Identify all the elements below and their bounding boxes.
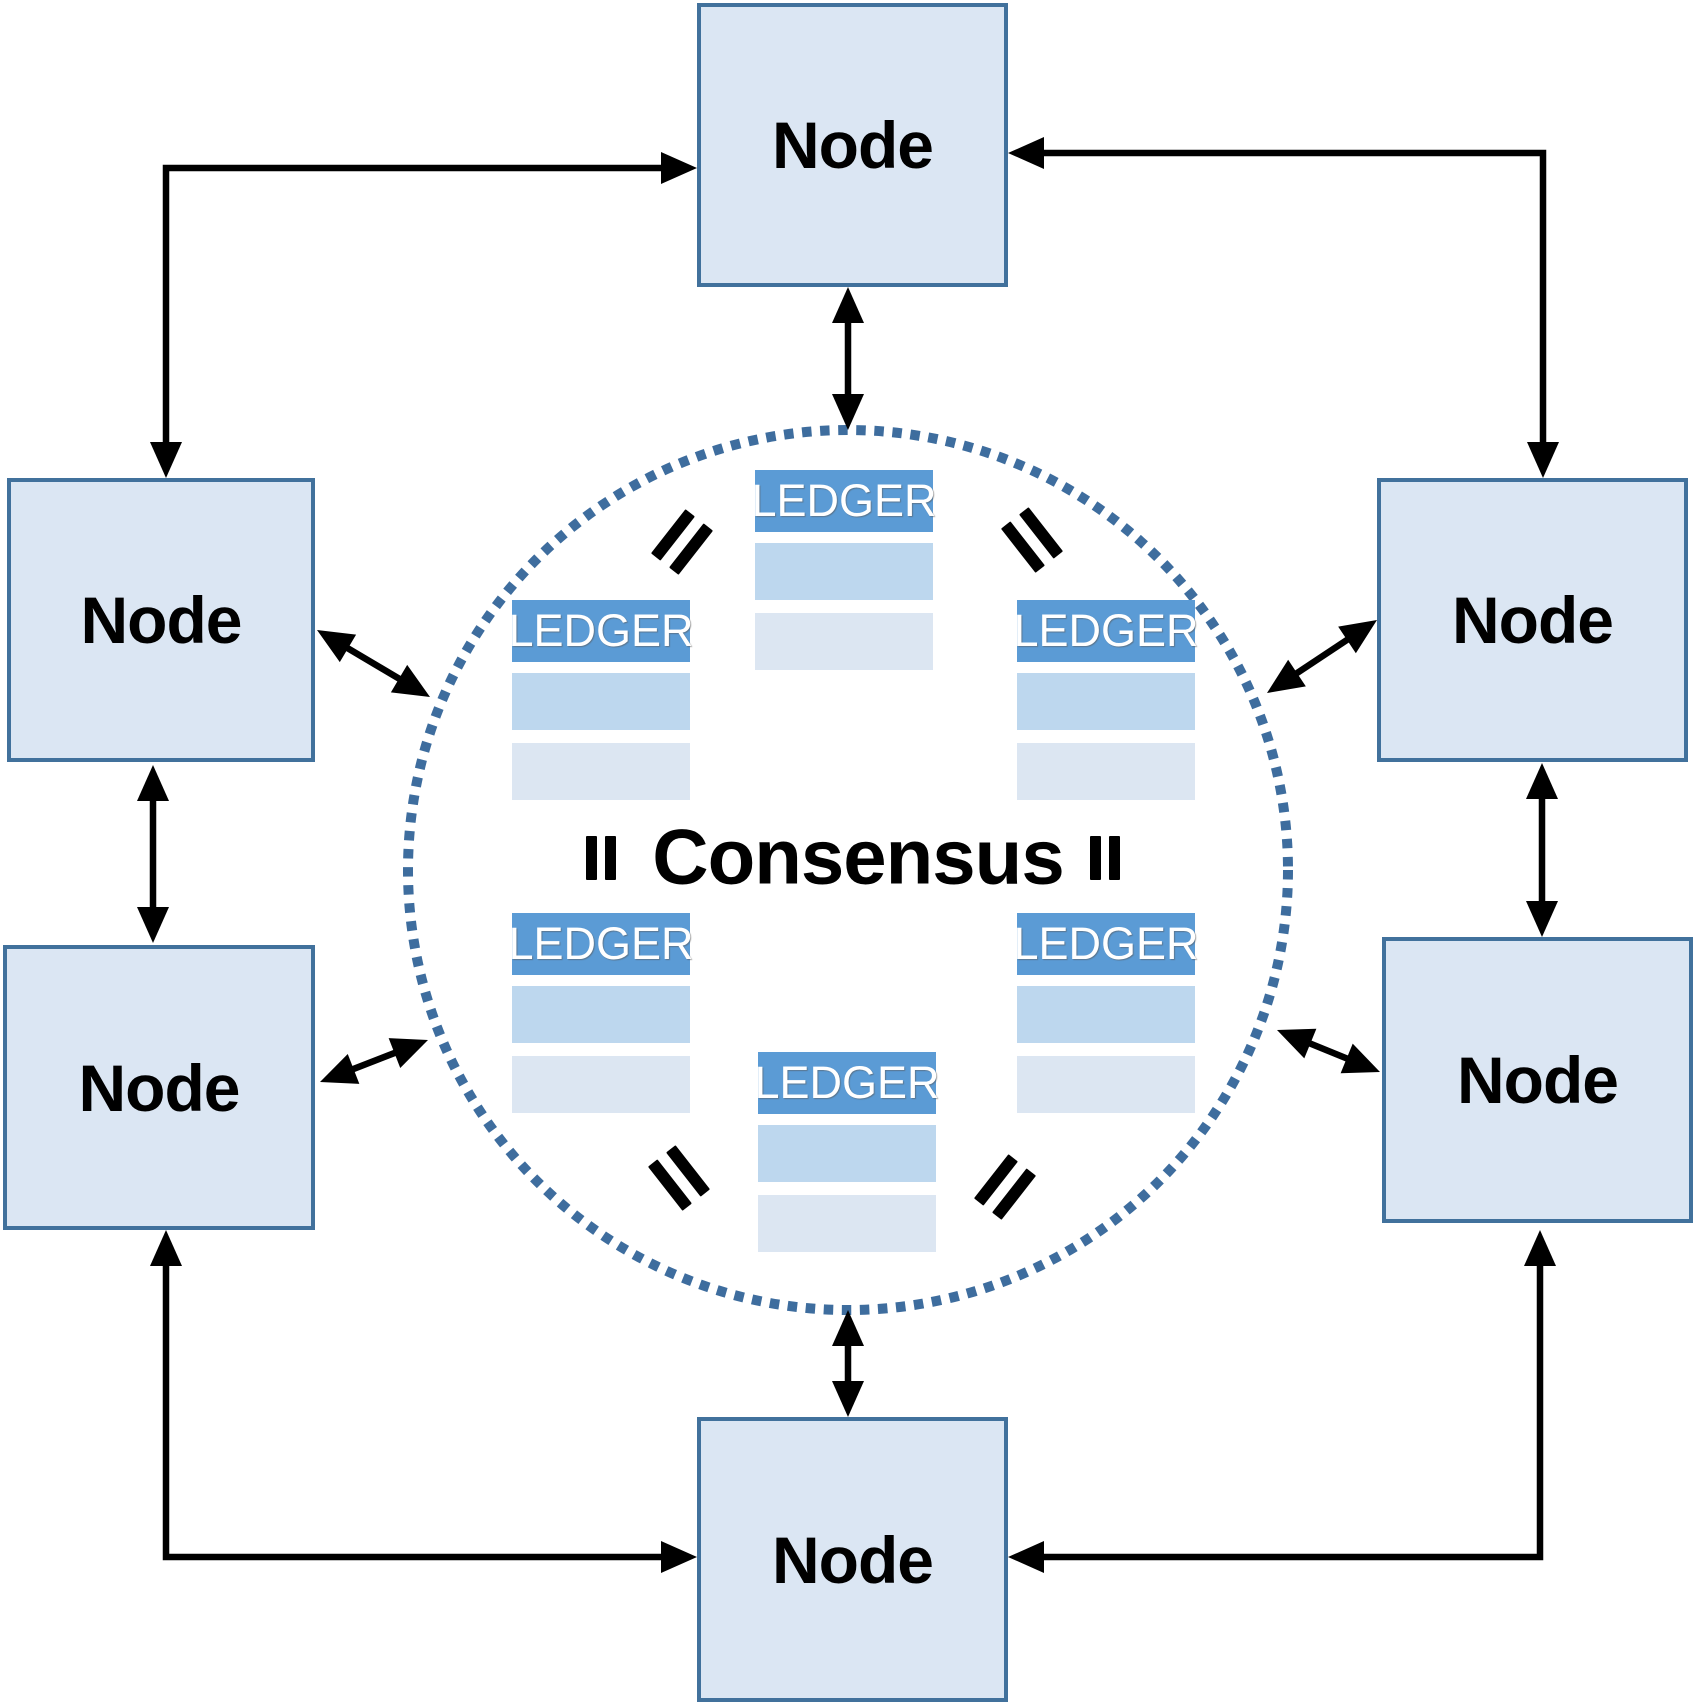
ledger-top-center: LEDGER (751, 470, 937, 670)
equals-icon-middle-left (586, 836, 616, 880)
ledger-row (1017, 1056, 1195, 1113)
arrow-shaft (162, 1258, 669, 1561)
ledger-row (1017, 986, 1195, 1043)
arrowhead-icon (1526, 763, 1558, 799)
equals-bar (1109, 836, 1120, 880)
ledger-header: LEDGER (751, 470, 937, 532)
arrowhead-icon (1267, 659, 1306, 693)
arrowhead-icon (150, 442, 182, 478)
consensus-label: Consensus (652, 812, 1064, 901)
ledger-row (512, 673, 690, 730)
arrowhead-icon (1527, 442, 1559, 478)
arrow-lower-right-node-circle (1277, 1028, 1380, 1074)
arrowhead-icon (1338, 620, 1377, 654)
equals-bar (586, 836, 597, 880)
arrow-shaft (1036, 149, 1547, 450)
ledger-row (1017, 743, 1195, 800)
arrowhead-icon (137, 765, 169, 801)
arrow-corner-bottom-right (1008, 1230, 1556, 1573)
node-label: Node (772, 108, 934, 182)
arrowhead-icon (661, 1541, 697, 1573)
arrowhead-icon (1277, 1028, 1317, 1059)
arrowhead-icon (661, 152, 697, 184)
node-label: Node (1452, 583, 1614, 657)
ledger-upper-right: LEDGER (1013, 600, 1199, 800)
arrow-corner-top-left (150, 152, 697, 478)
ledger-row (758, 1125, 936, 1182)
arrow-shaft (1036, 1258, 1544, 1561)
ledger-row (755, 613, 933, 670)
ledger-row (1017, 673, 1195, 730)
node-box-bottom: Node (697, 1417, 1008, 1702)
ledger-lower-right: LEDGER (1013, 913, 1199, 1113)
node-box-top: Node (697, 3, 1008, 287)
arrow-lower-left-node-circle (320, 1038, 428, 1084)
arrow-shaft (345, 1047, 403, 1075)
arrowhead-icon (832, 394, 864, 430)
arrow-upper-right-node-circle (1267, 620, 1377, 693)
ledger-header: LEDGER (754, 1052, 940, 1114)
arrow-right-nodes-link (1526, 763, 1558, 937)
ledger-row (758, 1195, 936, 1252)
ledger-header: LEDGER (1013, 913, 1199, 975)
node-label: Node (1457, 1043, 1619, 1117)
arrowhead-icon (1524, 1230, 1556, 1266)
equals-bar (605, 836, 616, 880)
arrowhead-icon (1340, 1043, 1380, 1074)
arrowhead-icon (1008, 137, 1044, 169)
ledger-upper-left: LEDGER (508, 600, 694, 800)
arrow-shaft (1302, 1037, 1355, 1065)
arrow-shaft (340, 641, 407, 686)
arrowhead-icon (832, 1381, 864, 1417)
ledger-header: LEDGER (508, 913, 694, 975)
arrowhead-icon (317, 630, 357, 663)
ledger-row (755, 543, 933, 600)
arrowhead-icon (832, 287, 864, 323)
ledger-header: LEDGER (508, 600, 694, 662)
ledger-header: LEDGER (1013, 600, 1199, 662)
arrow-bottom-node-circle (832, 1310, 864, 1417)
arrow-corner-bottom-left (150, 1230, 697, 1573)
node-box-upper-right: Node (1377, 478, 1688, 762)
arrow-upper-left-node-circle (317, 630, 430, 697)
node-box-upper-left: Node (7, 478, 315, 762)
node-label: Node (80, 583, 243, 657)
arrow-shaft (162, 164, 669, 450)
node-label: Node (772, 1522, 934, 1597)
ledger-row (512, 986, 690, 1043)
ledger-bottom-center: LEDGER (754, 1052, 940, 1252)
arrowhead-icon (320, 1054, 360, 1084)
arrowhead-icon (137, 907, 169, 943)
arrowhead-icon (1526, 901, 1558, 937)
arrowhead-icon (150, 1230, 182, 1266)
arrowhead-icon (1008, 1541, 1044, 1573)
arrowhead-icon (390, 664, 430, 697)
node-box-lower-left: Node (3, 945, 315, 1230)
equals-icon-middle-right (1090, 836, 1120, 880)
arrowhead-icon (388, 1038, 428, 1068)
ledger-row (512, 1056, 690, 1113)
arrow-top-node-circle (832, 287, 864, 430)
ledger-row (512, 743, 690, 800)
equals-bar (1090, 836, 1101, 880)
node-box-lower-right: Node (1382, 937, 1693, 1223)
arrow-shaft (1289, 633, 1355, 680)
arrow-left-nodes-link (137, 765, 169, 943)
arrow-corner-top-right (1008, 137, 1559, 478)
arrowhead-icon (832, 1310, 864, 1346)
ledger-lower-left: LEDGER (508, 913, 694, 1113)
node-label: Node (78, 1050, 241, 1125)
